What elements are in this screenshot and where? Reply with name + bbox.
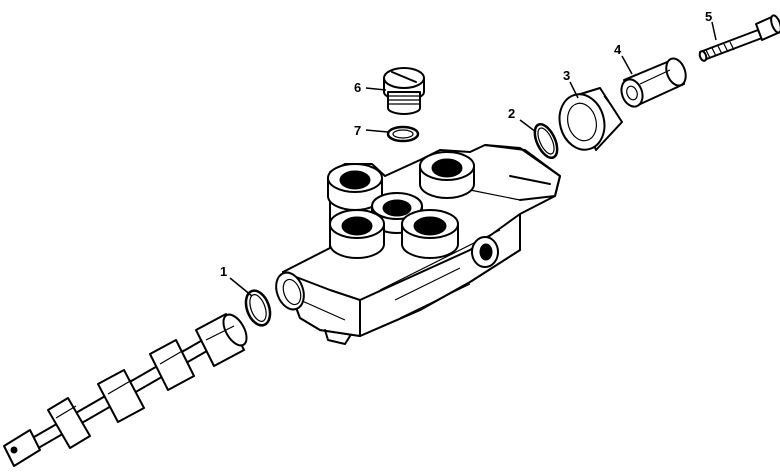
o-ring-7 — [386, 125, 420, 143]
sleeve — [558, 87, 623, 151]
callout-5: 5 — [705, 9, 713, 24]
port-boss — [327, 163, 383, 211]
port-boss — [401, 209, 459, 259]
plug — [383, 67, 425, 115]
bolt — [698, 14, 780, 62]
port-boss — [329, 209, 385, 259]
valve-body — [275, 144, 561, 345]
callout-2: 2 — [508, 106, 516, 121]
callout-4: 4 — [614, 42, 622, 57]
o-ring-2 — [533, 122, 559, 160]
leader-lines — [229, 21, 717, 297]
callout-1: 1 — [220, 264, 228, 279]
callout-6: 6 — [354, 80, 362, 95]
callout-3: 3 — [563, 68, 571, 83]
spool — [3, 313, 248, 467]
port-boss — [419, 151, 475, 199]
o-ring-1 — [244, 289, 272, 327]
cap — [620, 57, 687, 108]
callout-7: 7 — [354, 123, 362, 138]
